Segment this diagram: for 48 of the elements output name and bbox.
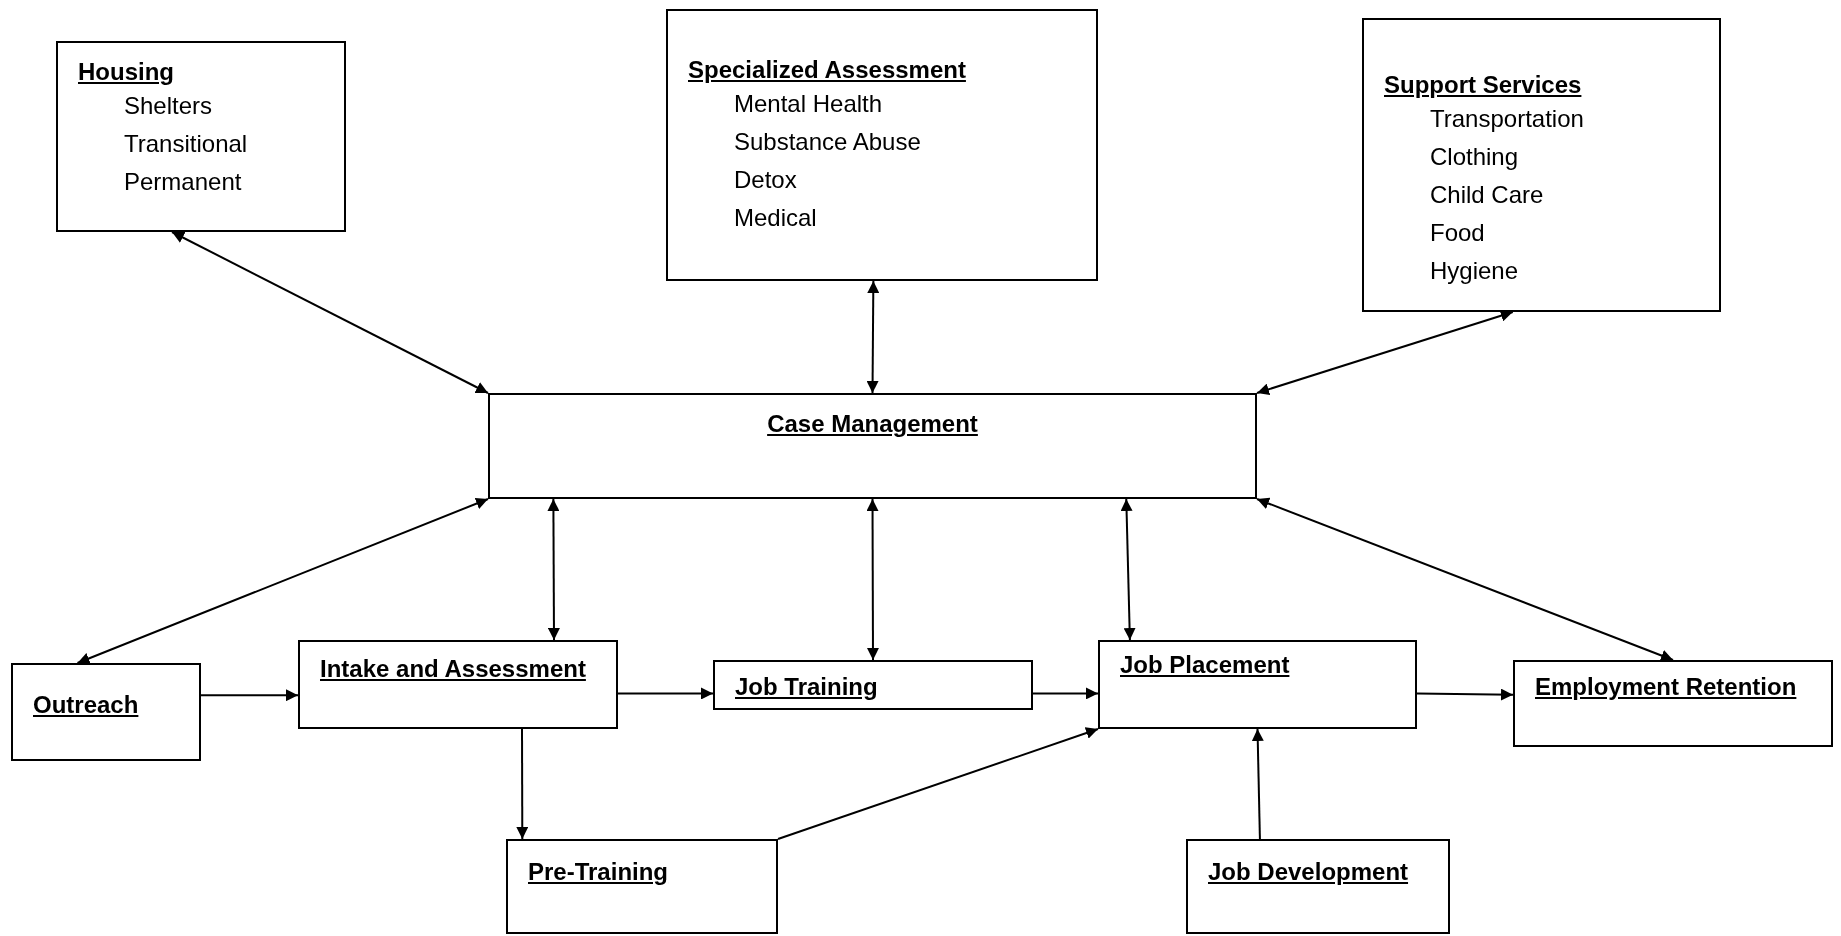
process-box <box>666 9 1098 281</box>
list-item: Transitional <box>124 129 248 159</box>
list-item: Hygiene <box>1430 256 1519 286</box>
list-item: Medical <box>734 203 817 233</box>
process-box <box>1098 640 1417 729</box>
box-heading: Pre-Training <box>528 857 670 887</box>
box-heading: Intake and Assessment <box>320 654 587 684</box>
list-item: Clothing <box>1430 142 1519 172</box>
arrow <box>1256 497 1674 662</box>
arrow <box>866 280 880 394</box>
process-box <box>1362 18 1721 312</box>
box-heading: Outreach <box>33 690 139 720</box>
box-heading: Employment Retention <box>1535 672 1798 702</box>
box-heading: Specialized Assessment <box>688 55 966 85</box>
list-item: Detox <box>734 165 797 195</box>
box-heading: Job Development <box>1208 857 1410 887</box>
process-box <box>506 839 778 934</box>
arrow <box>1251 728 1264 840</box>
arrow <box>1120 498 1136 641</box>
process-box <box>713 660 1033 710</box>
arrow <box>171 231 489 394</box>
box-heading: Housing <box>78 57 174 87</box>
arrow <box>547 498 560 641</box>
arrow <box>516 728 529 840</box>
list-item: Child Care <box>1430 180 1544 210</box>
arrow <box>866 498 879 661</box>
process-box <box>11 663 201 761</box>
list-item: Transportation <box>1430 104 1584 134</box>
process-box <box>298 640 618 729</box>
box-heading: Job Placement <box>1120 650 1291 680</box>
arrow <box>76 497 489 665</box>
box-heading: Support Services <box>1384 70 1582 100</box>
arrow <box>1032 687 1099 700</box>
list-item: Mental Health <box>734 89 883 119</box>
list-item: Shelters <box>124 91 213 121</box>
box-heading: Job Training <box>735 672 879 702</box>
list-item: Permanent <box>124 167 242 197</box>
list-item: Substance Abuse <box>734 127 921 157</box>
list-item: Food <box>1430 218 1485 248</box>
process-box <box>56 41 346 232</box>
process-box <box>488 393 1257 499</box>
arrow <box>617 687 714 700</box>
process-box <box>1186 839 1450 934</box>
arrow <box>200 689 299 702</box>
box-heading: Case Management <box>767 409 978 439</box>
arrow <box>777 727 1099 840</box>
process-box <box>1513 660 1833 747</box>
arrow <box>1416 688 1514 701</box>
